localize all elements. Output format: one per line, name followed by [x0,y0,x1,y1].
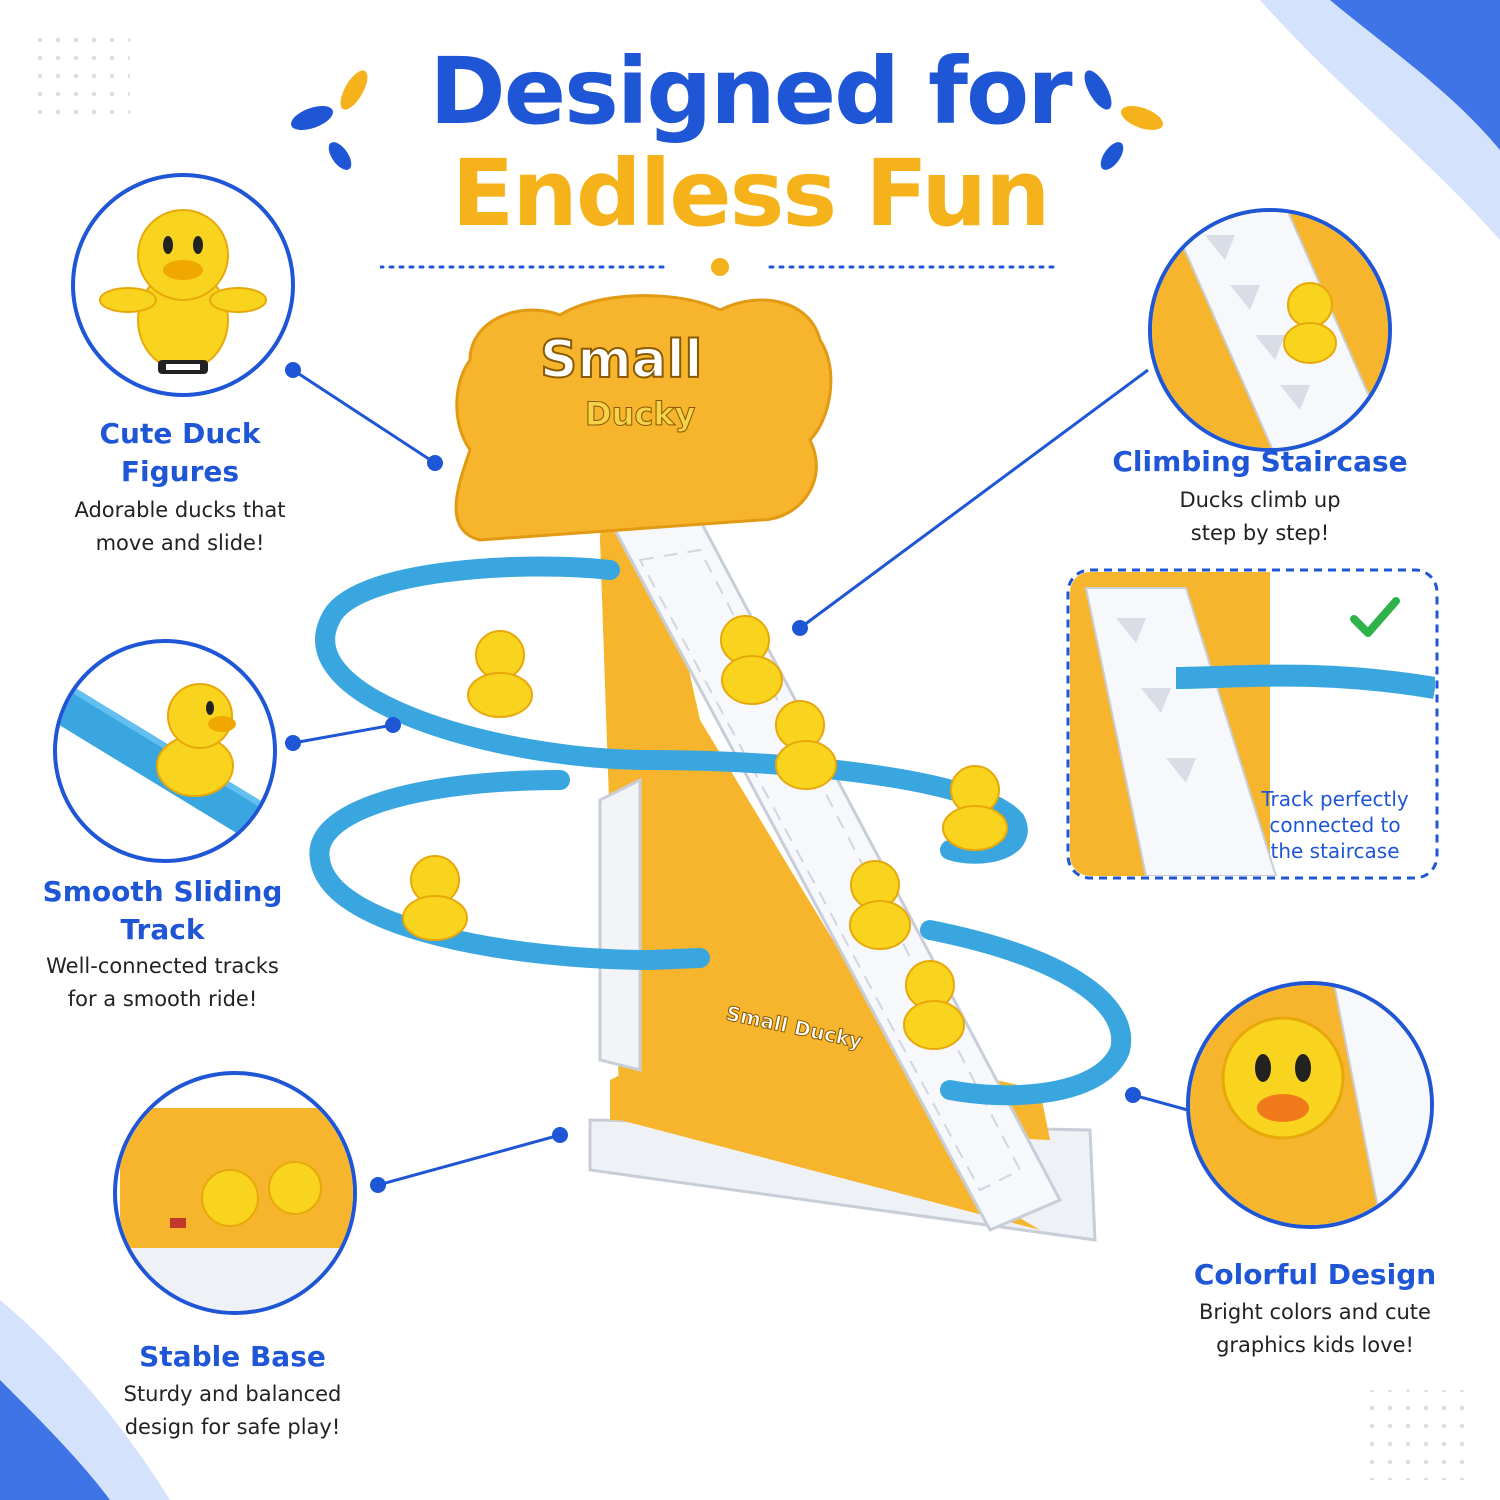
feature-desc-cute-duck: Adorable ducks that move and slide! [74,498,286,555]
headline-line-2: Endless Fun [451,140,1051,247]
feature-title-climbing-staircase: Climbing Staircase [1112,445,1408,478]
callout-circle-base [113,1071,357,1315]
feature-title-cute-duck: Cute Duck Figures [99,417,261,488]
feature-desc-climbing-staircase: Ducks climb up step by step! [1179,488,1341,545]
product-label-ducky: Ducky [584,395,696,434]
track-connection-callout [1066,568,1439,880]
headline-line-1: Designed for [429,38,1072,145]
callout-circle-staircase [1148,208,1392,452]
feature-desc-smooth-track: Well-connected tracks for a smooth ride! [46,954,279,1011]
feature-title-stable-base: Stable Base [139,1340,326,1373]
feature-title-colorful-design: Colorful Design [1193,1258,1437,1291]
dotted-divider [380,258,1060,276]
product-label-small: Small [539,329,703,391]
callout-circle-colorful [1186,981,1434,1229]
callout-circle-duck [71,173,295,397]
track-connection-note: Track perfectly connected to the stairca… [1261,787,1409,863]
splash-drops-icon [291,70,368,170]
feature-title-smooth-track: Smooth Sliding Track [42,875,283,946]
feature-desc-stable-base: Sturdy and balanced design for safe play… [123,1382,342,1439]
splash-drops-icon [1084,70,1163,170]
callout-circle-track [53,639,277,863]
check-icon [1350,597,1400,637]
feature-desc-colorful-design: Bright colors and cute graphics kids lov… [1199,1300,1431,1357]
